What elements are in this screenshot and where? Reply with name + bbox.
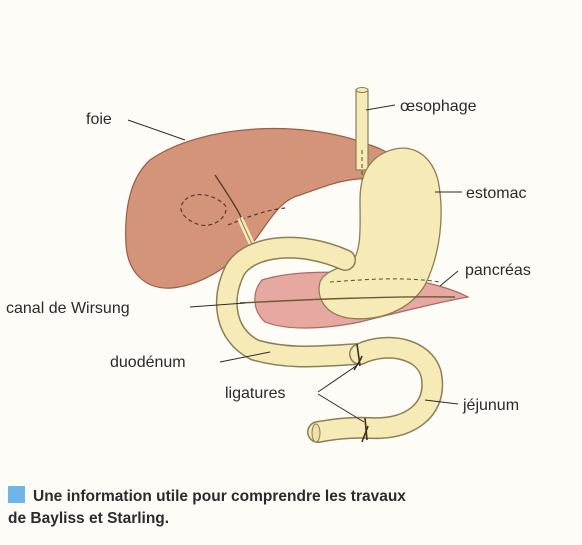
label-oesophage: œsophage [400,98,477,115]
label-foie: foie [86,111,112,128]
caption-line-2: de Bayliss et Starling. [8,510,169,527]
label-jejunum: jéjunum [462,397,519,414]
label-duodenum: duodénum [110,354,186,371]
label-estomac: estomac [466,185,526,202]
jejunum-cut-end [312,424,320,442]
figure-caption: Une information utile pour comprendre le… [8,486,578,530]
label-canal-wirsung: canal de Wirsung [6,300,130,317]
caption-line-1: Une information utile pour comprendre le… [33,488,406,505]
anatomy-diagram: foie œsophage estomac pancréas canal de … [0,0,582,470]
label-ligatures: ligatures [225,385,285,402]
caption-marker-icon [8,486,25,503]
label-pancreas: pancréas [465,262,531,279]
